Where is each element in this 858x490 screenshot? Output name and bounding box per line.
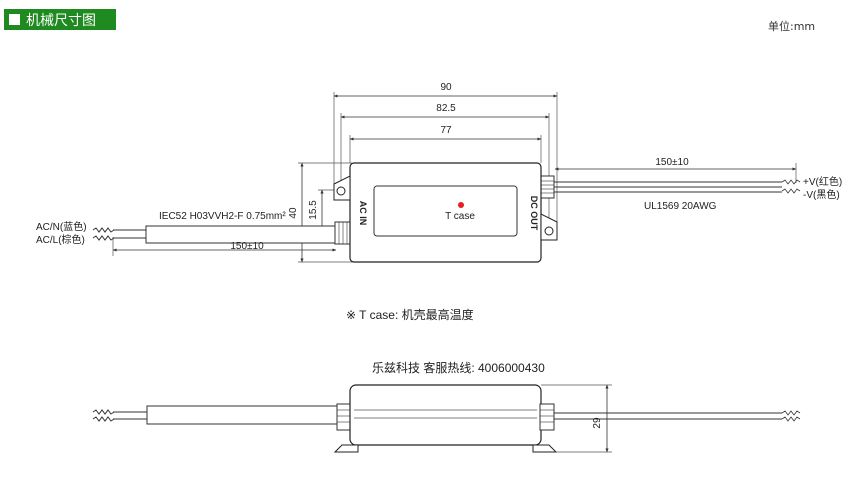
section-header: 机械尺寸图: [4, 9, 116, 30]
dim-body: 77: [440, 125, 452, 136]
dc-out-label: DC OUT: [529, 196, 539, 231]
input-cable: [92, 221, 354, 245]
psu-body-top: AC IN DC OUT T case: [333, 162, 558, 263]
dim-mount: 82.5: [436, 103, 456, 114]
dim-side-height: 29: [592, 417, 603, 429]
top-view: 90 82.5 77 40 15.5 19 31: [36, 82, 842, 263]
unit-label: 单位:mm: [768, 20, 816, 33]
psu-body-side: [349, 384, 542, 446]
dim-offset: 15.5: [308, 200, 319, 220]
input-cable-length: 150±10: [230, 241, 264, 252]
output-wire-neg: -V(黑色): [803, 188, 840, 201]
input-cable-spec: IEC52 H03VVH2-F 0.75mm²: [159, 211, 286, 222]
output-cable-length: 150±10: [655, 157, 689, 168]
output-wire-pos: +V(红色): [803, 175, 842, 188]
square-icon: [9, 14, 20, 25]
tcase-point: [458, 202, 464, 208]
tcase-note: ※ T case: 机壳最高温度: [346, 307, 474, 322]
section-title: 机械尺寸图: [26, 12, 96, 29]
dim-height: 40: [288, 207, 299, 219]
input-wire-n: AC/N(蓝色): [36, 220, 87, 233]
hotline-text: 乐兹科技 客服热线: 4006000430: [372, 360, 545, 375]
dim-overall: 90: [440, 82, 452, 93]
ac-in-label: AC IN: [358, 201, 368, 226]
output-cable-spec: UL1569 20AWG: [644, 201, 717, 212]
tcase-label: T case: [445, 211, 475, 222]
output-cable: [537, 175, 801, 199]
input-wire-l: AC/L(棕色): [36, 233, 85, 246]
side-view: 29: [92, 384, 801, 453]
